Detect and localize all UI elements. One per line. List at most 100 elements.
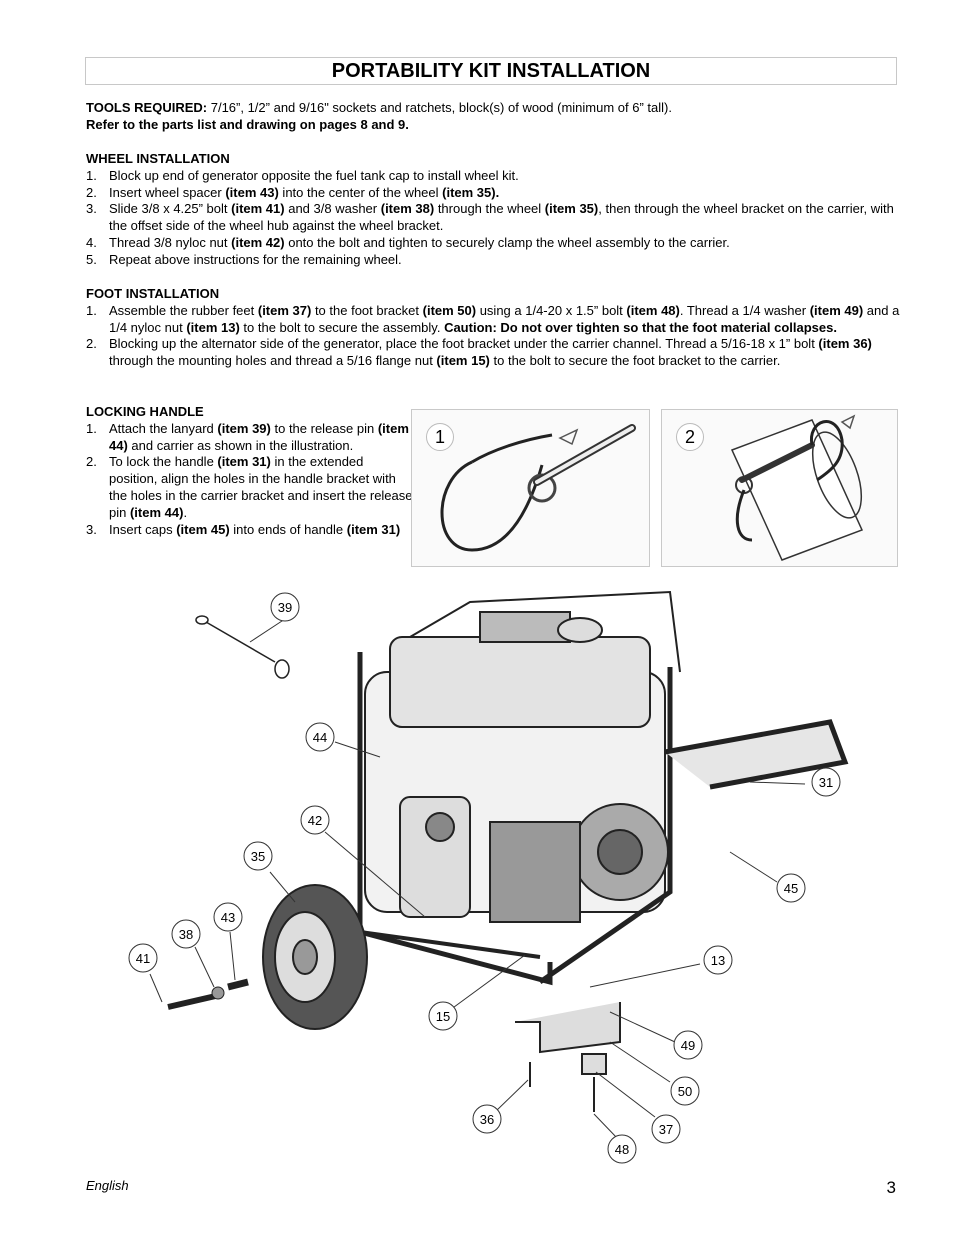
step-item: 3.Slide 3/8 x 4.25” bolt (item 41) and 3… [86,201,901,235]
lanyard-39 [195,615,290,679]
callout-number: 50 [678,1084,692,1099]
step-item: 4.Thread 3/8 nyloc nut (item 42) onto th… [86,235,901,252]
step-number: 1. [86,167,97,183]
figure-1-label: 1 [426,423,454,451]
callout-48: 48 [607,1134,637,1164]
callout-number: 42 [308,813,322,828]
washer-38 [211,986,225,1000]
bold-text: (item 42) [231,234,285,250]
callout-number: 37 [659,1122,673,1137]
step-number: 1. [86,302,97,318]
callout-number: 45 [784,881,798,896]
step-text: and a 1/4 nyloc nut [109,302,900,335]
figure-2: 2 [661,409,898,567]
callout-leaders [149,618,806,1140]
step-text: to the foot bracket [311,302,423,318]
bold-text: (item 31) [217,454,271,470]
step-text: into ends of handle [229,521,347,537]
step-text: in the extended position, align the hole… [109,454,413,520]
locking-heading: LOCKING HANDLE [86,404,204,419]
refer-note: Refer to the parts list and drawing on p… [86,116,409,132]
step-number: 4. [86,234,97,250]
step-text: Insert caps [109,521,177,537]
callout-circle [776,873,806,903]
step-text: to the release pin [270,420,378,436]
bold-text: (item 48) [626,302,680,318]
callout-circle [213,902,243,932]
step-text: Assemble the rubber feet [109,302,258,318]
callout-circle [171,919,201,949]
step-text: Repeat above instructions for the remain… [109,251,402,267]
callout-number: 38 [179,927,193,942]
step-item: 2. To lock the handle (item 31) in the ex… [86,454,414,521]
wheel-heading: WHEEL INSTALLATION [86,151,230,166]
callout-circle [270,592,300,622]
footer-language: English [86,1178,129,1193]
callout-circle [670,1076,700,1106]
page-title: PORTABILITY KIT INSTALLATION [331,60,651,82]
step-item: 5.Repeat above instructions for the rema… [86,252,901,269]
step-number: 2. [86,184,97,200]
callout-35: 35 [243,841,273,871]
foot-steps: 1. Assemble the rubber feet (item 37) to … [86,303,901,370]
bold-text: (item 38) [380,201,435,217]
wheel-steps: 1. Block up end of generator opposite the… [86,168,901,269]
step-number: 2. [86,454,97,470]
callout-number: 35 [251,849,265,864]
foot-heading: FOOT INSTALLATION [86,286,220,301]
page-number: 3 [886,1178,896,1197]
step-text: Insert wheel spacer [109,184,226,200]
bolt-41 [167,992,221,1010]
figure-2-label: 2 [676,423,704,451]
callout-45: 45 [776,873,806,903]
tools-section: TOOLS REQUIRED: 7/16”, 1/2” and 9/16" so… [86,100,901,134]
tools-text: 7/16”, 1/2” and 9/16" sockets and ratche… [207,100,672,115]
step-item: 2.Blocking up the alternator side of the… [86,336,901,370]
callout-number: 31 [819,775,833,790]
callout-circle [128,943,158,973]
callout-circle [300,805,330,835]
step-item: 1.Attach the lanyard (item 39) to the re… [86,421,414,455]
step-text: and 3/8 washer [284,201,381,217]
callout-number: 49 [681,1038,695,1053]
callout-circle [428,1001,458,1031]
callout-38: 38 [171,919,201,949]
bold-text: (item 13) [186,319,240,335]
locking-section: LOCKING HANDLE 1.Attach the lanyard (ite… [86,404,414,538]
step-text: , then through the wheel bracket on the … [109,201,894,234]
step-text: onto the bolt and tighten to securely cl… [284,234,730,250]
bold-text: (item 15) [436,353,490,369]
step-item: 2.Insert wheel spacer (item 43) into the… [86,185,901,202]
callout-43: 43 [213,902,243,932]
callout-circle [305,722,335,752]
callout-circle [703,945,733,975]
wheel-section: WHEEL INSTALLATION 1. Block up end of gen… [86,151,901,269]
bold-text: (item 35). [442,184,500,200]
step-text: Slide 3/8 x 4.25” bolt [109,201,232,217]
step-text: Attach the lanyard [109,420,218,436]
step-text: to the bolt to secure the foot bracket t… [489,353,781,369]
step-item: 3.Insert caps (item 45) into ends of han… [86,522,414,539]
step-text: Block up end of generator opposite the f… [109,167,519,183]
callout-circle [607,1134,637,1164]
callout-circle [811,767,841,797]
step-number: 3. [86,521,97,537]
step-text: into the center of the wheel [278,184,443,200]
callout-50: 50 [670,1076,700,1106]
callout-41: 41 [128,943,158,973]
callout-circle [673,1030,703,1060]
callout-number: 39 [278,600,292,615]
title-box: PORTABILITY KIT INSTALLATION [85,57,897,85]
bold-text: (item 31) [346,521,401,537]
step-text: To lock the handle [109,454,218,470]
foot-bracket [515,1002,621,1112]
bold-text: (item 37) [257,302,312,318]
wheel [262,884,368,1030]
callout-36: 36 [472,1104,502,1134]
bold-text: (item 49) [809,302,864,318]
callout-13: 13 [703,945,733,975]
bold-text: (item 44) [129,504,184,520]
callout-42: 42 [300,805,330,835]
step-text: and carrier as shown in the illustration… [127,437,354,453]
